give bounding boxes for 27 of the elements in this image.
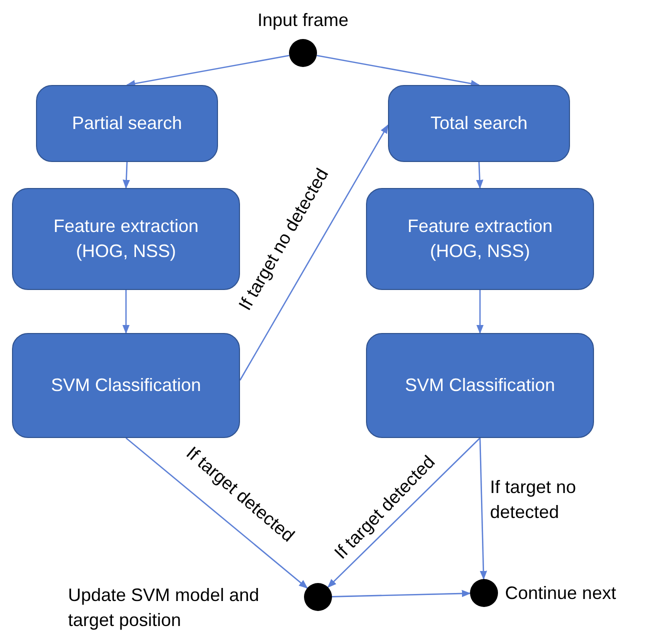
box-label: SVM Classification — [50, 374, 202, 397]
process-box — [366, 333, 594, 438]
arrow — [126, 438, 308, 589]
arrow — [316, 54, 480, 88]
process-box — [366, 188, 594, 290]
process-box — [12, 188, 240, 290]
arrow — [122, 290, 130, 334]
box-label: Feature extraction (HOG, NSS) — [52, 214, 200, 263]
arrow — [239, 124, 389, 381]
box-label: Partial search — [72, 112, 182, 135]
arrow — [126, 54, 290, 88]
arrow — [476, 290, 484, 334]
process-box — [36, 85, 218, 162]
node-caption: Continue next — [505, 582, 618, 605]
arrow — [479, 438, 488, 580]
process-box — [388, 85, 570, 162]
node-caption: Input frame — [256, 9, 350, 32]
arrow — [332, 590, 471, 598]
arrow — [476, 162, 484, 189]
box-label: Total search — [430, 112, 528, 135]
process-box — [12, 333, 240, 438]
node-caption: Update SVM model and target position — [68, 584, 260, 631]
box-label: SVM Classification — [404, 374, 556, 397]
arrow — [122, 162, 130, 189]
edge-label: If target no detected — [490, 476, 578, 524]
box-label: Feature extraction (HOG, NSS) — [406, 214, 554, 263]
arrow — [327, 438, 480, 588]
